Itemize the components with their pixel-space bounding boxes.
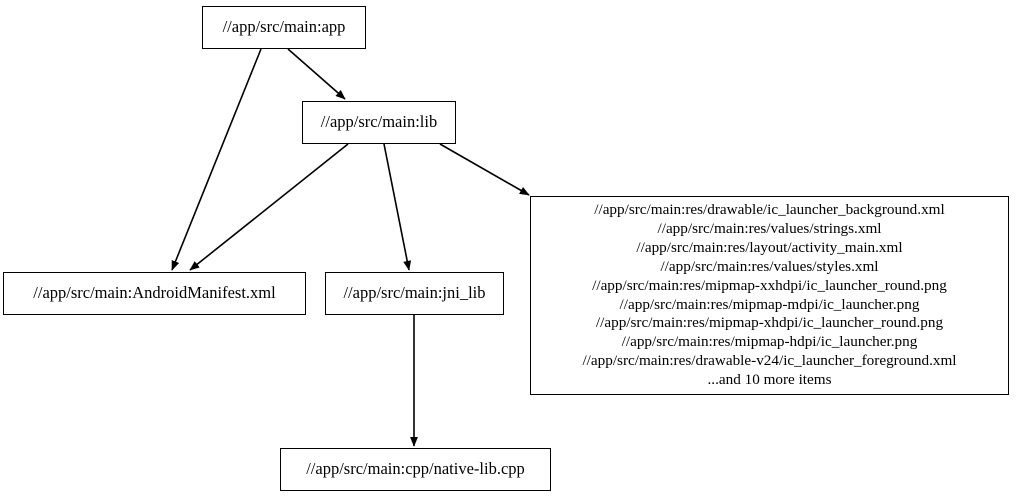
graph-node-res-group-label: //app/src/main:res/drawable/ic_launcher_… (582, 200, 957, 389)
graph-node-res-group[interactable]: //app/src/main:res/drawable/ic_launcher_… (530, 196, 1009, 395)
graph-node-jni-lib[interactable]: //app/src/main:jni_lib (325, 272, 504, 315)
graph-node-jni-lib-label: //app/src/main:jni_lib (343, 283, 486, 303)
edge-lib-to-jni (383, 143, 412, 271)
graph-node-androidmanifest[interactable]: //app/src/main:AndroidManifest.xml (3, 272, 306, 315)
edge-lib-to-res (439, 143, 530, 196)
graph-node-lib[interactable]: //app/src/main:lib (302, 101, 456, 144)
graph-node-lib-label: //app/src/main:lib (320, 112, 438, 132)
edge-app-to-manifest (171, 48, 262, 271)
graph-node-androidmanifest-label: //app/src/main:AndroidManifest.xml (33, 283, 276, 303)
graph-node-native-lib-cpp-label: //app/src/main:cpp/native-lib.cpp (306, 459, 525, 479)
edge-lib-to-manifest (189, 143, 349, 271)
graph-node-app[interactable]: //app/src/main:app (202, 6, 366, 49)
graph-node-native-lib-cpp[interactable]: //app/src/main:cpp/native-lib.cpp (280, 448, 551, 491)
edge-app-to-lib (287, 48, 346, 100)
graph-node-app-label: //app/src/main:app (222, 17, 346, 37)
